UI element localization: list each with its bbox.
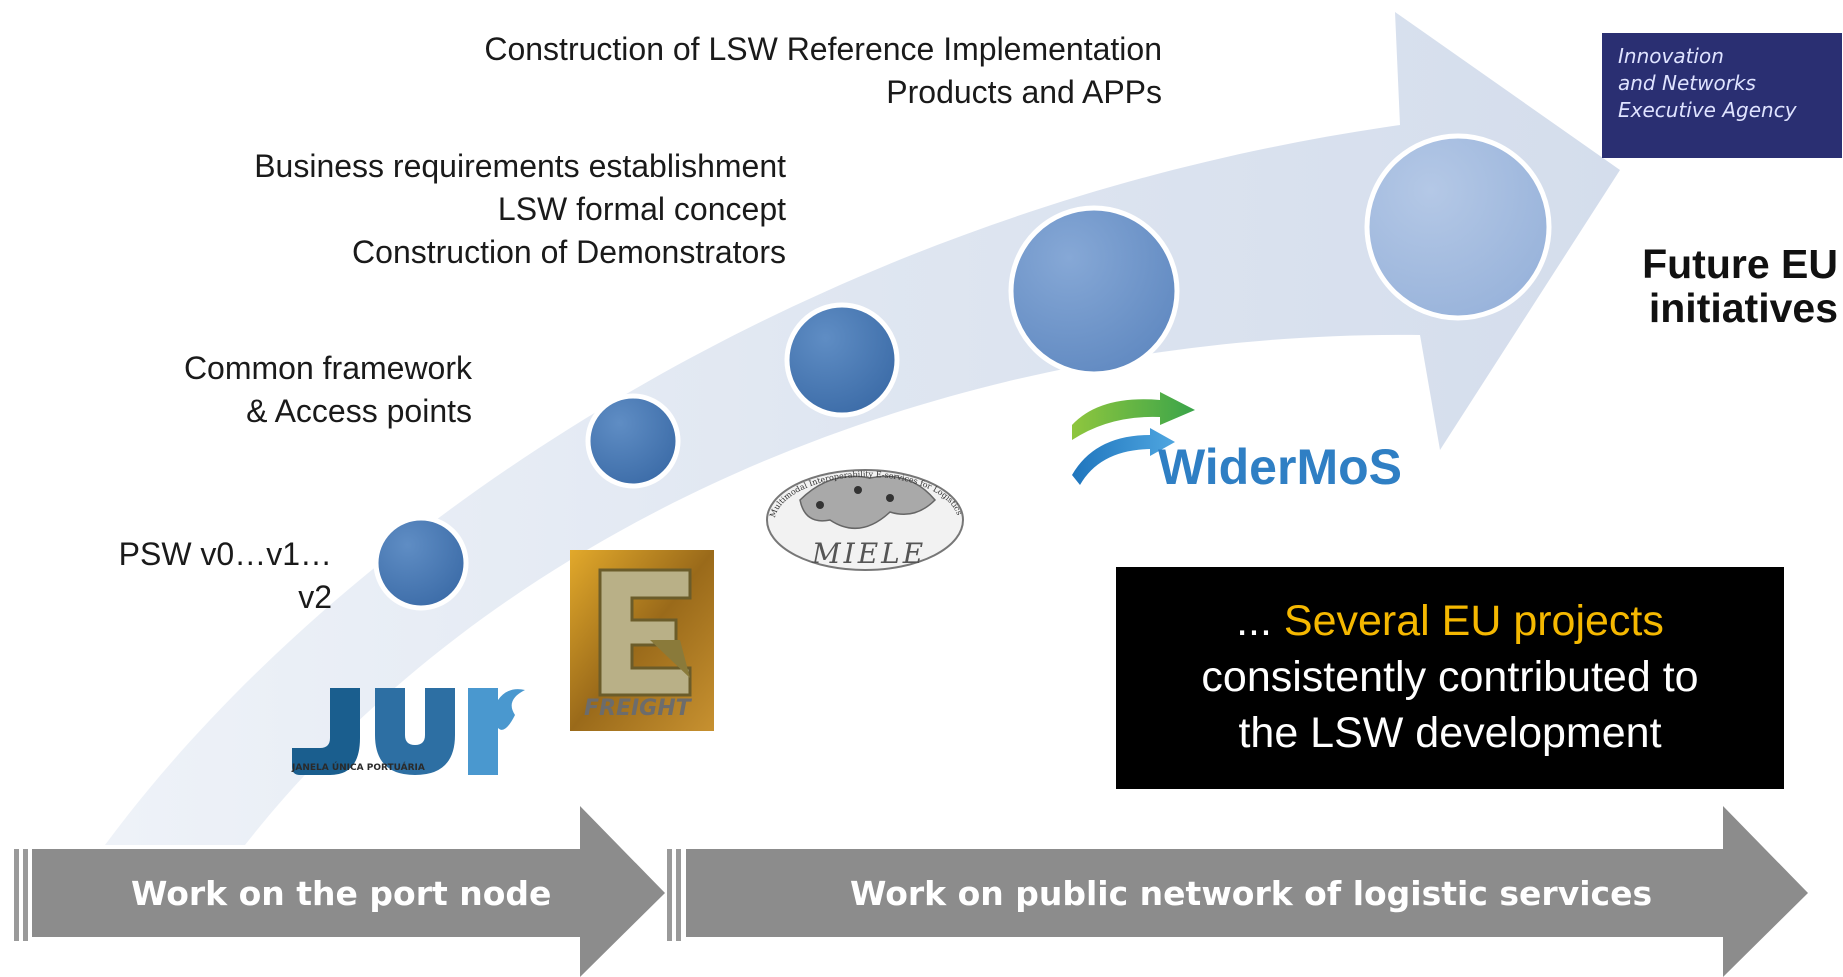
- milestone-psw-line-2: v2: [298, 579, 332, 615]
- milestone-psw: PSW v0…v1… v2: [40, 533, 332, 619]
- milestone-common-framework: Common framework & Access points: [100, 347, 472, 433]
- widermos-label: WiderMoS: [1158, 439, 1402, 495]
- milestone-business-line-1: Business requirements establishment: [254, 148, 786, 184]
- milestone-circle-4: [1008, 205, 1180, 377]
- milestone-circle-3: [784, 302, 900, 418]
- milestone-circle-5: [1364, 133, 1552, 321]
- band-port-node-label: Work on the port node: [131, 874, 552, 913]
- callout-line-2: consistently contributed to: [1201, 653, 1699, 701]
- band-public-network-label: Work on public network of logistic servi…: [850, 874, 1653, 913]
- callout-prefix: ...: [1236, 597, 1272, 645]
- milestone-business-requirements: Business requirements establishment LSW …: [100, 145, 786, 274]
- milestone-common-line-1: Common framework: [183, 350, 472, 386]
- milestone-lsw-line-1: Construction of LSW Reference Implementa…: [484, 31, 1162, 67]
- band-public-network: [667, 806, 1808, 977]
- callout-line-1: ... Several EU projects: [1116, 593, 1784, 649]
- milestone-psw-line-1: PSW v0…v1…: [118, 536, 332, 572]
- jup-mark: [292, 688, 360, 775]
- milestone-circle-2: [585, 393, 681, 489]
- future-eu-initiatives: Future EU initiatives: [1560, 242, 1838, 330]
- future-line-1: Future EU: [1642, 241, 1838, 287]
- progress-sweep-arrow: [105, 12, 1620, 845]
- milestone-business-line-3: Construction of Demonstrators: [352, 234, 786, 270]
- band-port-node: [14, 806, 665, 977]
- milestone-common-line-2: & Access points: [246, 393, 472, 429]
- milestone-lsw-line-2: Products and APPs: [886, 74, 1162, 110]
- future-line-2: initiatives: [1648, 285, 1838, 331]
- milestone-lsw-implementation: Construction of LSW Reference Implementa…: [300, 28, 1162, 114]
- widermos-logo: WiderMoS: [1072, 392, 1402, 495]
- inea-logo: Innovation and Networks Executive Agency: [1602, 33, 1842, 158]
- jup-caption: JANELA ÚNICA PORTUÁRIA: [291, 761, 425, 773]
- eu-projects-callout: ... Several EU projects consistently con…: [1116, 567, 1784, 789]
- freight-label: FREIGHT: [584, 696, 693, 721]
- milestone-business-line-2: LSW formal concept: [497, 191, 786, 227]
- e-freight-logo: FREIGHT: [570, 550, 714, 731]
- inea-line-1: Innovation: [1618, 44, 1724, 68]
- inea-line-3: Executive Agency: [1618, 98, 1797, 122]
- jup-logo: JANELA ÚNICA PORTUÁRIA: [291, 688, 525, 775]
- callout-line-3: the LSW development: [1238, 709, 1662, 757]
- inea-line-2: and Networks: [1618, 71, 1756, 95]
- callout-highlight: Several EU projects: [1283, 597, 1664, 645]
- milestone-circle-1: [373, 515, 469, 611]
- miele-label: MIELE: [811, 537, 926, 570]
